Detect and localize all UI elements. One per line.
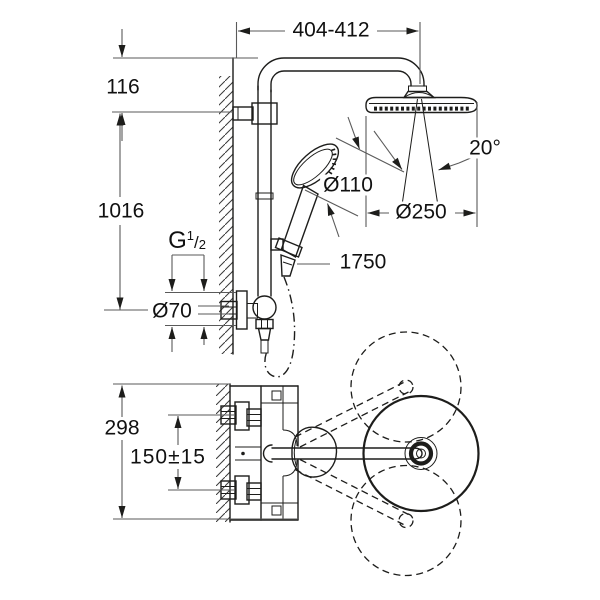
wall-hatching-bottom	[216, 383, 231, 523]
dim-head-diameter-label: Ø250	[392, 201, 450, 223]
thread-numerator: 1	[186, 228, 194, 243]
shower-rail	[232, 85, 278, 297]
shower-hose	[264, 276, 296, 378]
dim-arm-offset-label: 116	[103, 76, 143, 98]
head-shower	[365, 96, 478, 220]
thread-base: G	[168, 227, 187, 254]
thread-denominator: 2	[198, 237, 206, 252]
dim-arm-reach-label: 404-412	[289, 19, 373, 41]
dim-escutcheon-diameter-label: Ø70	[149, 300, 195, 322]
mixer-top-view	[220, 385, 299, 521]
hand-shower	[270, 143, 340, 277]
thread-slash: /	[193, 233, 199, 252]
dimension-lines	[104, 22, 478, 520]
dim-hose-length-label: 1750	[336, 251, 390, 273]
dim-hand-shower-diameter-label: Ø110	[320, 174, 376, 196]
dim-connection-spacing-label: 150±15	[127, 446, 209, 468]
dim-rail-height-label: 1016	[94, 200, 148, 222]
diverter-valve	[220, 290, 277, 354]
dim-mixer-height-label: 298	[101, 417, 143, 439]
swivel-range-guides	[294, 331, 462, 577]
swivel-arm-top-view	[271, 394, 480, 513]
dim-spray-angle-label: 20°	[466, 137, 504, 159]
dim-thread-label: G1/2	[165, 229, 209, 253]
shower-arm	[257, 57, 436, 99]
